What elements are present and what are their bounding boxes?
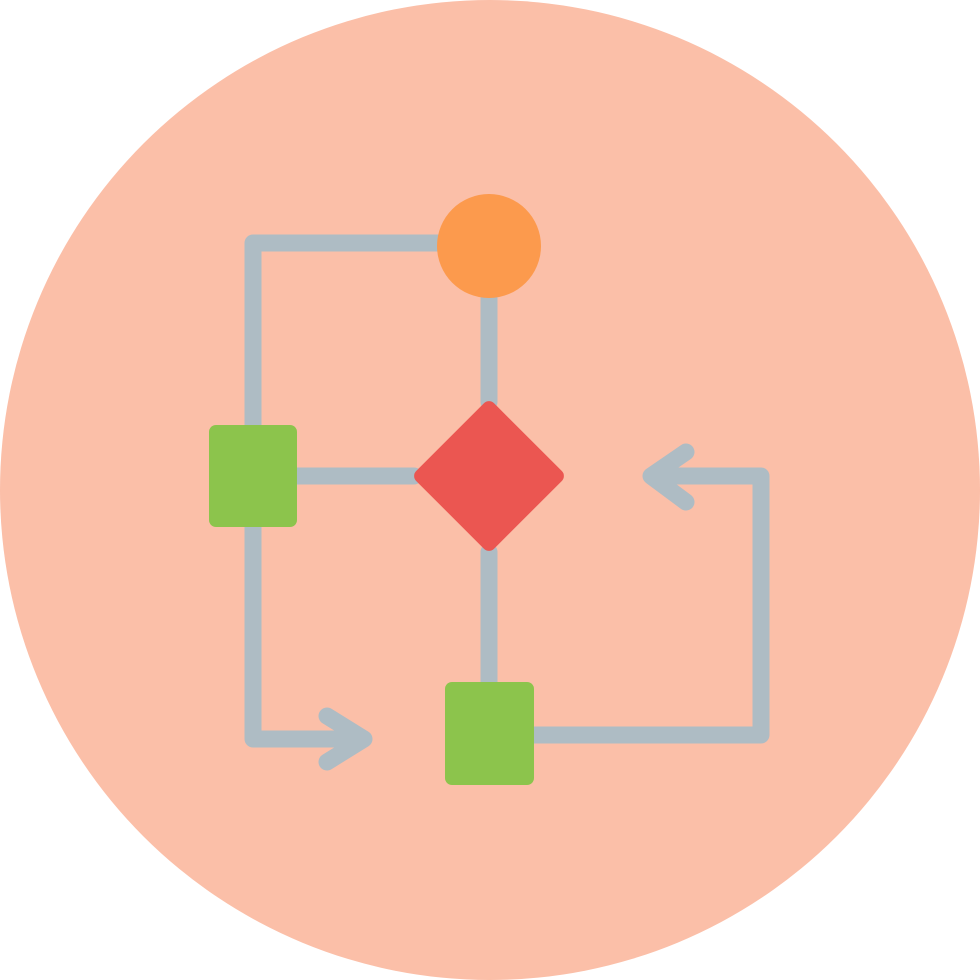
connector-start-to-left-process (244, 234, 449, 439)
output-arrow-head (318, 707, 373, 771)
connector-left-process-to-output-arrow (244, 516, 371, 748)
decision-node-diamond (414, 401, 564, 551)
connectors (244, 234, 770, 771)
loop-arrow-head (642, 443, 695, 511)
bottom-process-node (445, 682, 534, 785)
start-node-circle (437, 194, 541, 298)
left-process-node (209, 425, 297, 527)
connector-bottom-process-loop (523, 467, 770, 744)
